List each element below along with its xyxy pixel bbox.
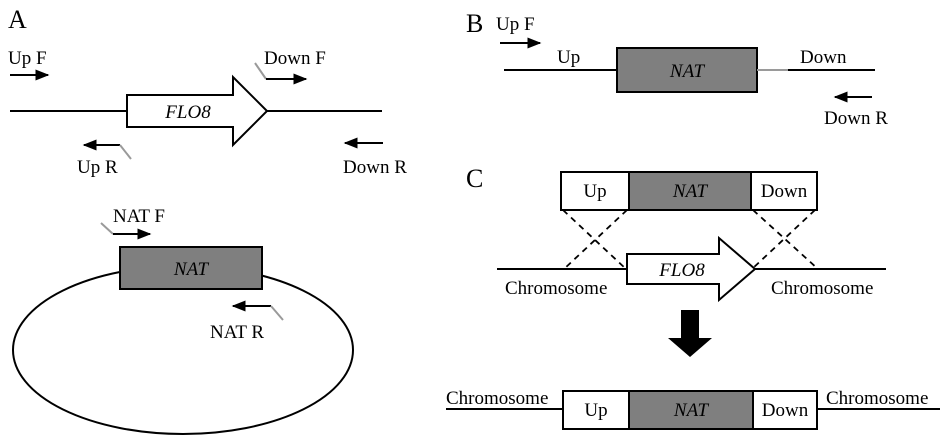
c-flo8-gene-arrow [626, 235, 757, 303]
result-nat-box [628, 390, 754, 430]
panel-b-label: B [466, 9, 483, 38]
panel-a-label: A [8, 5, 27, 34]
down-r-primer-label: Down R [343, 157, 407, 178]
plasmid-nat-label: NAT [173, 259, 210, 280]
cassette-up-label: Up [583, 181, 606, 202]
panel-c: C Up NAT Down FLO8 Chromosome Chromosome… [446, 164, 940, 430]
nat-r-primer-label: NAT R [210, 322, 264, 343]
b-down-r-primer-label: Down R [824, 108, 888, 129]
panel-a: A Up F Down F FLO8 Up R Down R NAT F NAT [8, 5, 407, 435]
cassette-nat-label: NAT [672, 181, 709, 202]
b-up-f-primer-label: Up F [496, 14, 535, 35]
result-arrow-down [668, 310, 712, 357]
up-r-primer-tail [119, 144, 132, 160]
b-nat-label: NAT [669, 61, 706, 82]
c-chromosome-left-label: Chromosome [505, 278, 607, 299]
result-down-label: Down [762, 400, 809, 421]
c-flo8-gene-label: FLO8 [658, 260, 705, 281]
up-f-primer-label: Up F [8, 48, 47, 69]
panel-b: B Up F Up NAT Down Down R [466, 9, 888, 129]
down-f-primer-label: Down F [264, 48, 326, 69]
crossover-right-b [751, 209, 816, 270]
down-f-primer-tail [254, 62, 267, 80]
result-chromosome-right-label: Chromosome [826, 388, 928, 409]
nat-f-primer-label: NAT F [113, 206, 165, 227]
crossover-left-b [563, 209, 628, 270]
b-up-flank-label: Up [557, 47, 580, 68]
nat-r-primer-tail [270, 305, 284, 321]
b-down-flank-label: Down [800, 47, 847, 68]
up-r-primer-label: Up R [77, 157, 118, 178]
result-chromosome-left-label: Chromosome [446, 388, 548, 409]
plasmid-circle [12, 265, 354, 435]
result-down-box [752, 390, 818, 430]
c-chromosome-right-label: Chromosome [771, 278, 873, 299]
cassette-nat-box [628, 171, 752, 211]
result-up-label: Up [584, 400, 607, 421]
cassette-down-box [750, 171, 818, 211]
crossover-left-a [562, 209, 627, 270]
result-up-box [562, 390, 630, 430]
flo8-gene-label: FLO8 [164, 102, 211, 123]
b-nat-box [616, 47, 758, 93]
result-nat-label: NAT [673, 400, 710, 421]
cassette-up-box [560, 171, 630, 211]
plasmid-nat-box [119, 246, 263, 290]
flo8-gene-arrow [126, 74, 269, 148]
cassette-down-label: Down [761, 181, 808, 202]
nat-f-primer-tail [100, 222, 114, 235]
crossover-right-a [752, 209, 819, 270]
panel-c-label: C [466, 164, 483, 193]
